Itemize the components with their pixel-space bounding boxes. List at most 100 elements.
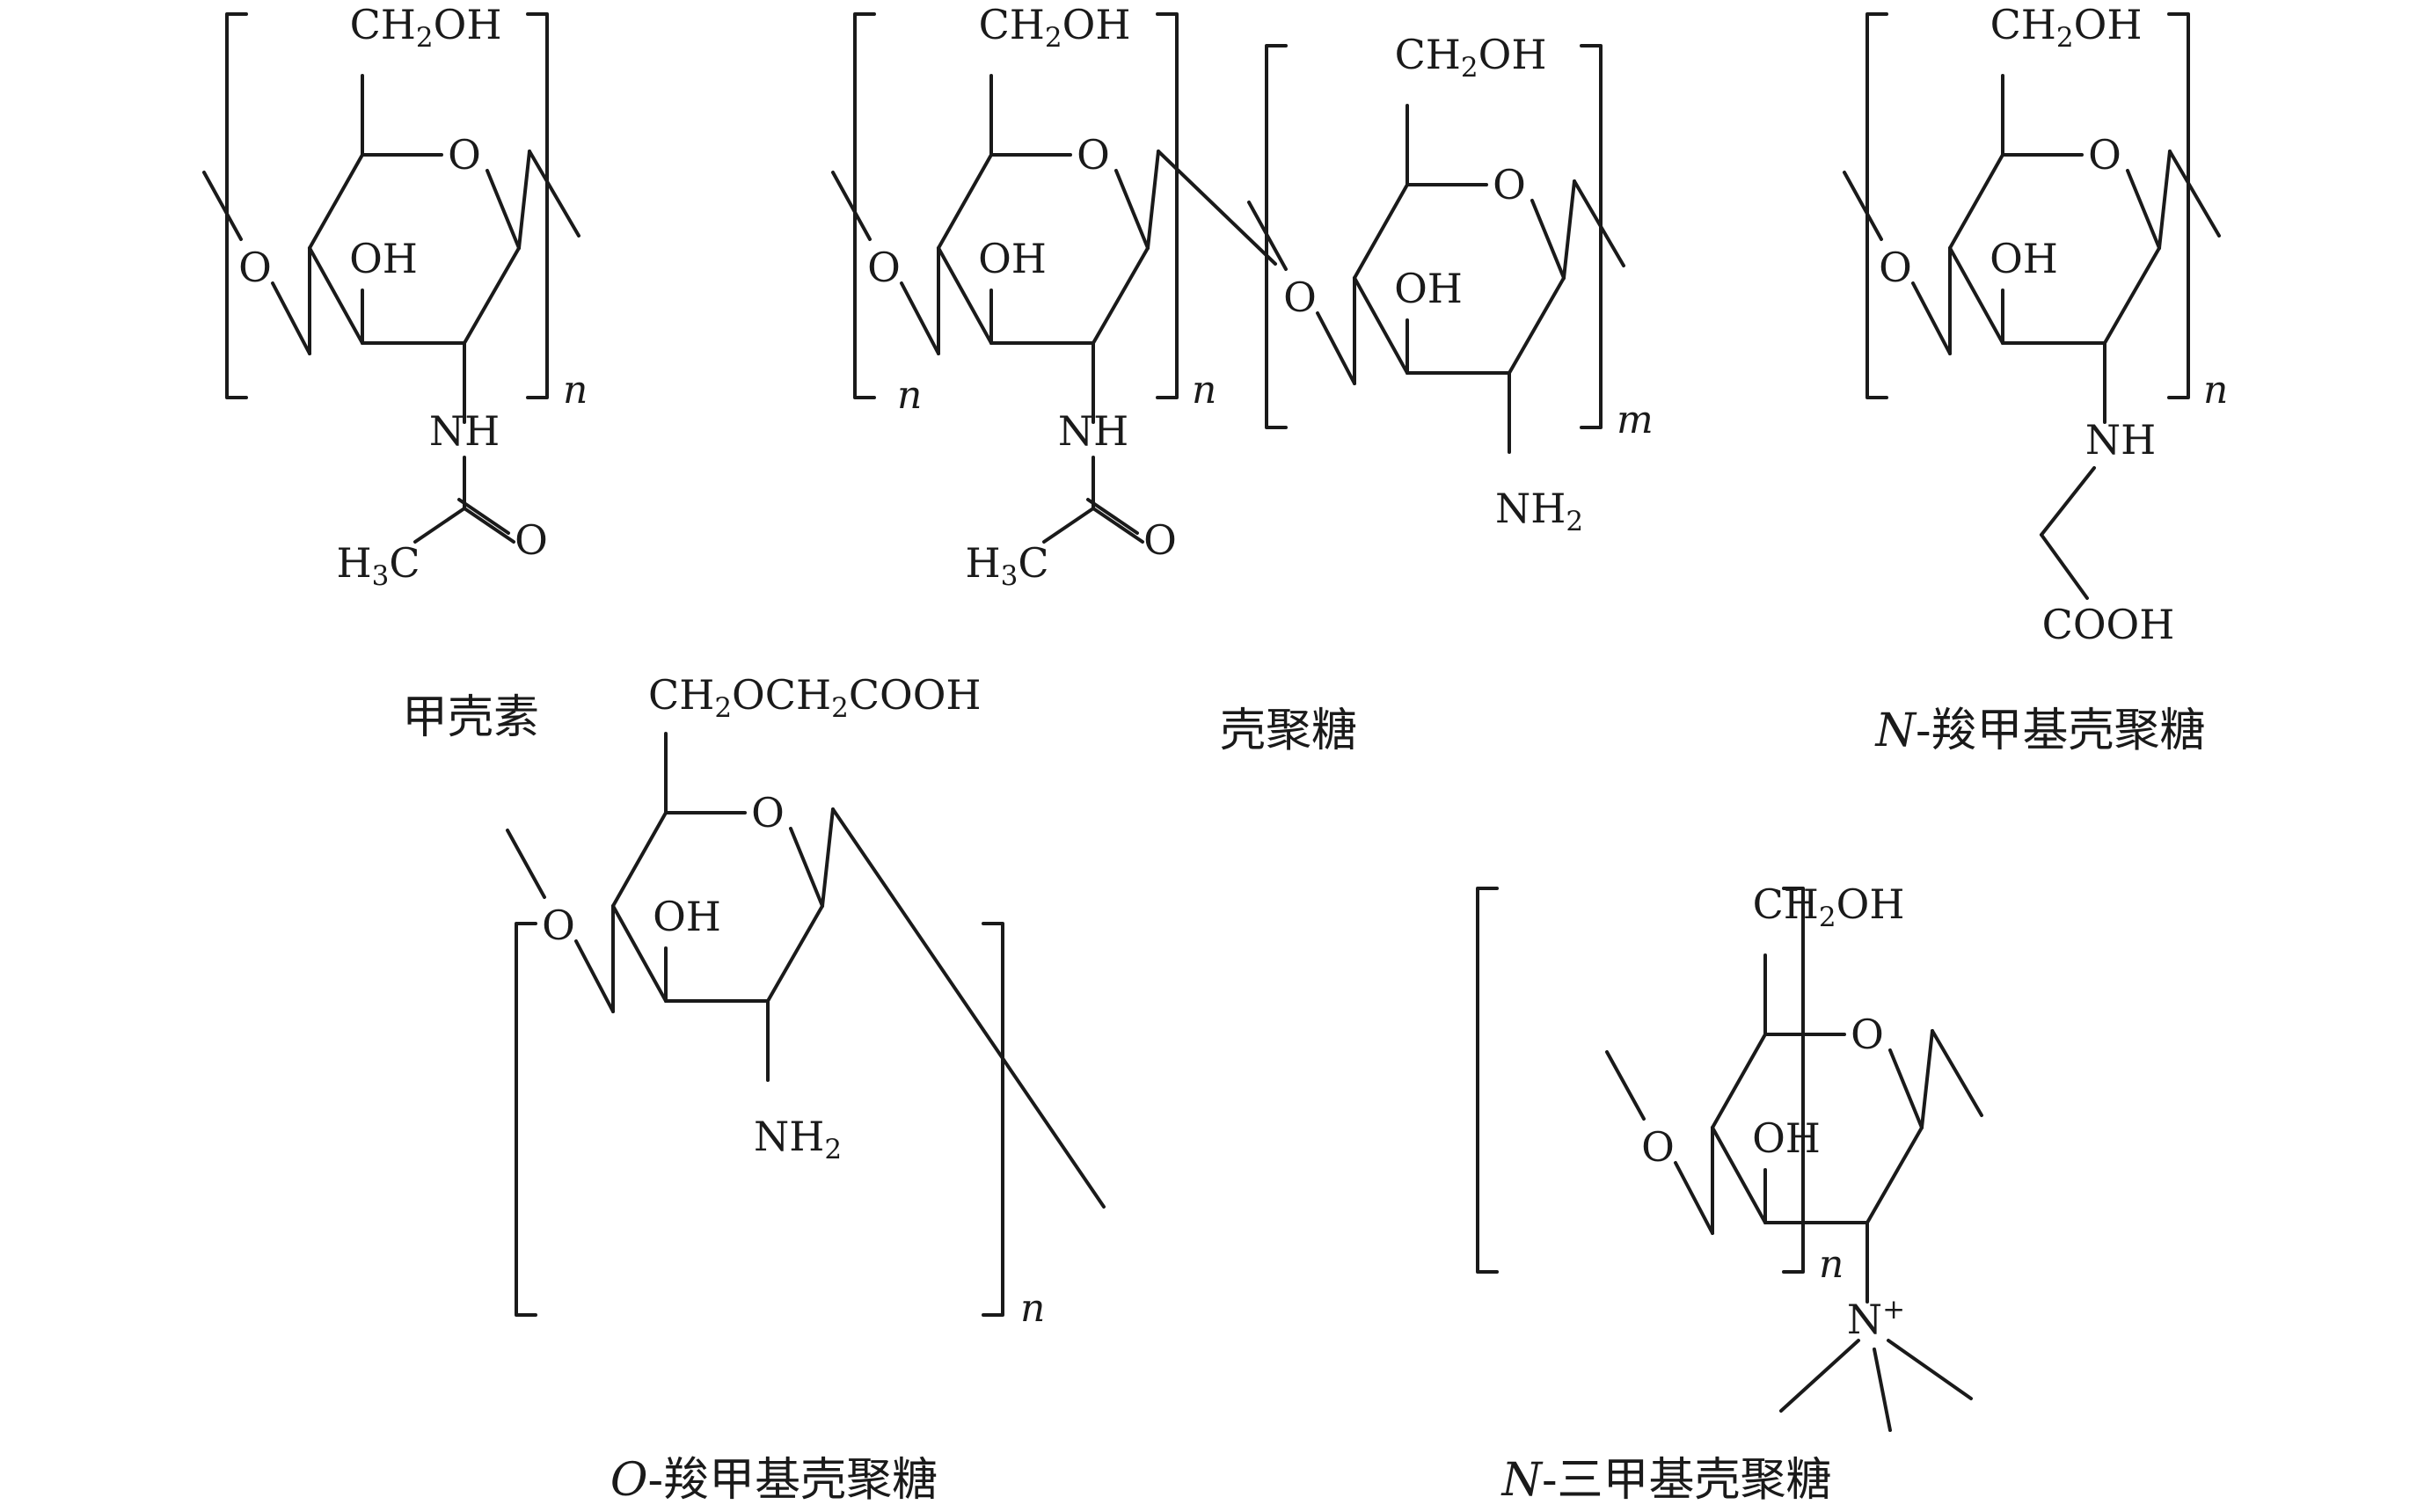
carbonyl-oxygen-label: O: [515, 516, 548, 564]
n-ch2-bond: [2040, 466, 2096, 537]
glycosidic-oxygen-label: O: [238, 244, 272, 291]
glycosidic-bond: [1911, 281, 1952, 355]
ring-oxygen-label: O: [751, 789, 785, 836]
repeat-index-n: n: [1192, 368, 1216, 413]
c1-up-bond: [517, 150, 531, 250]
cooh-label: COOH: [2042, 601, 2175, 648]
nh-label: NH: [1058, 407, 1128, 455]
caption-rest: -羧甲基壳聚糖: [648, 1454, 938, 1507]
ring-bond: [1865, 1126, 1924, 1224]
ring-bond: [1092, 246, 1150, 345]
c-o-bond: [1092, 507, 1144, 544]
glycosidic-bond: [202, 171, 243, 241]
right-bracket: [982, 922, 1004, 1317]
ring-bond: [1948, 153, 2004, 250]
right-bracket: [1782, 887, 1805, 1274]
ring-bond: [937, 246, 993, 345]
ring-bond: [1508, 276, 1566, 375]
right-bracket: [1580, 44, 1603, 429]
hydroxyl-label: OH: [349, 235, 418, 282]
glycosidic-oxygen-label: O: [1879, 244, 1912, 291]
carbonyl-oxygen-label: O: [1143, 516, 1177, 564]
ring-oxygen-label: O: [1851, 1011, 1884, 1058]
n-plus-label: N+: [1847, 1294, 1905, 1343]
repeat-index-n: n: [563, 368, 588, 413]
c-ch3-bond: [1042, 507, 1095, 544]
hydroxyl-label: OH: [978, 235, 1047, 282]
nh2-label: NH2: [1495, 485, 1583, 537]
c1-up-bond: [2158, 150, 2172, 250]
hydroxyl-label: OH: [1990, 235, 2058, 282]
ring-bond: [1353, 183, 1409, 280]
ring-bond: [1711, 1033, 1767, 1129]
right-bracket: [1156, 12, 1179, 399]
ring-bond: [308, 246, 364, 345]
caption-chitin: 甲壳素: [402, 691, 539, 744]
c1-link-bond: [831, 807, 1106, 1209]
nh2-label: NH2: [754, 1113, 842, 1165]
c1-link-bond: [1931, 1029, 1983, 1117]
glycosidic-oxygen-label: O: [1283, 274, 1317, 321]
repeat-index-n: n: [897, 373, 922, 418]
caption-trimethyl-chitosan: N-三甲基壳聚糖: [1500, 1454, 1831, 1507]
ring-oxygen-label: O: [1077, 131, 1110, 179]
repeat-index-n: n: [1020, 1286, 1045, 1331]
c1-up-bond: [1562, 179, 1576, 280]
ring-bond: [1948, 246, 2004, 345]
ch2oh-label: CH2OH: [1753, 880, 1905, 933]
ch2oh-label: CH2OH: [979, 1, 1131, 54]
caption-n-carboxymethyl-chitosan: N-羧甲基壳聚糖: [1873, 705, 2205, 757]
left-bracket: [1865, 12, 1888, 399]
ring-bond: [2103, 246, 2161, 345]
ring-bond: [2126, 169, 2161, 250]
left-bracket: [1265, 44, 1288, 429]
ring-bond: [1888, 1048, 1924, 1129]
c-o-double-bond: [1086, 498, 1139, 535]
c1-up-bond: [1920, 1029, 1934, 1129]
c1-link-bond: [528, 150, 580, 237]
ring-bond: [611, 811, 668, 908]
glycosidic-bond: [1605, 1050, 1646, 1121]
ring-oxygen-label: O: [448, 131, 481, 179]
glycosidic-oxygen-label: O: [867, 244, 901, 291]
c-o-double-bond: [457, 498, 510, 535]
ring-bond: [1353, 276, 1409, 375]
nh-label: NH: [2085, 416, 2156, 464]
glycosidic-oxygen-label: O: [1641, 1123, 1675, 1171]
glycosidic-bond: [1674, 1161, 1714, 1235]
hydroxyl-label: OH: [1752, 1114, 1821, 1162]
right-bracket: [526, 12, 549, 399]
left-bracket: [515, 922, 537, 1317]
nh-label: NH: [429, 407, 500, 455]
ring-bond: [1711, 1126, 1767, 1224]
ring-bond: [1530, 199, 1566, 280]
hydroxyl-label: OH: [653, 893, 721, 940]
caption-italic-prefix: N: [1500, 1454, 1543, 1507]
ring-bond: [1114, 169, 1150, 250]
n-methyl-bond: [1887, 1339, 1973, 1400]
ch2oh-label: CH2OH: [350, 1, 502, 54]
right-bracket: [2167, 12, 2190, 399]
c-o-bond: [463, 507, 515, 544]
hydroxyl-label: OH: [1394, 265, 1463, 312]
glycosidic-bond: [1843, 171, 1883, 241]
ch2-cooh-bond: [2040, 533, 2089, 600]
c-ch3-bond: [413, 507, 466, 544]
repeat-index-m: m: [1617, 398, 1654, 442]
n-methyl-bond: [1873, 1348, 1892, 1432]
n-methyl-bond: [1779, 1339, 1860, 1413]
ring-bond: [611, 904, 668, 1003]
glycosidic-bond: [900, 281, 940, 355]
glycosidic-bond: [271, 281, 311, 355]
glycosidic-bond: [831, 171, 872, 241]
ring-bond: [766, 904, 824, 1003]
caption-chitosan: 壳聚糖: [1220, 705, 1357, 757]
ring-bond: [937, 153, 993, 250]
repeat-index-n: n: [2203, 368, 2228, 413]
ring-oxygen-label: O: [1493, 161, 1526, 208]
